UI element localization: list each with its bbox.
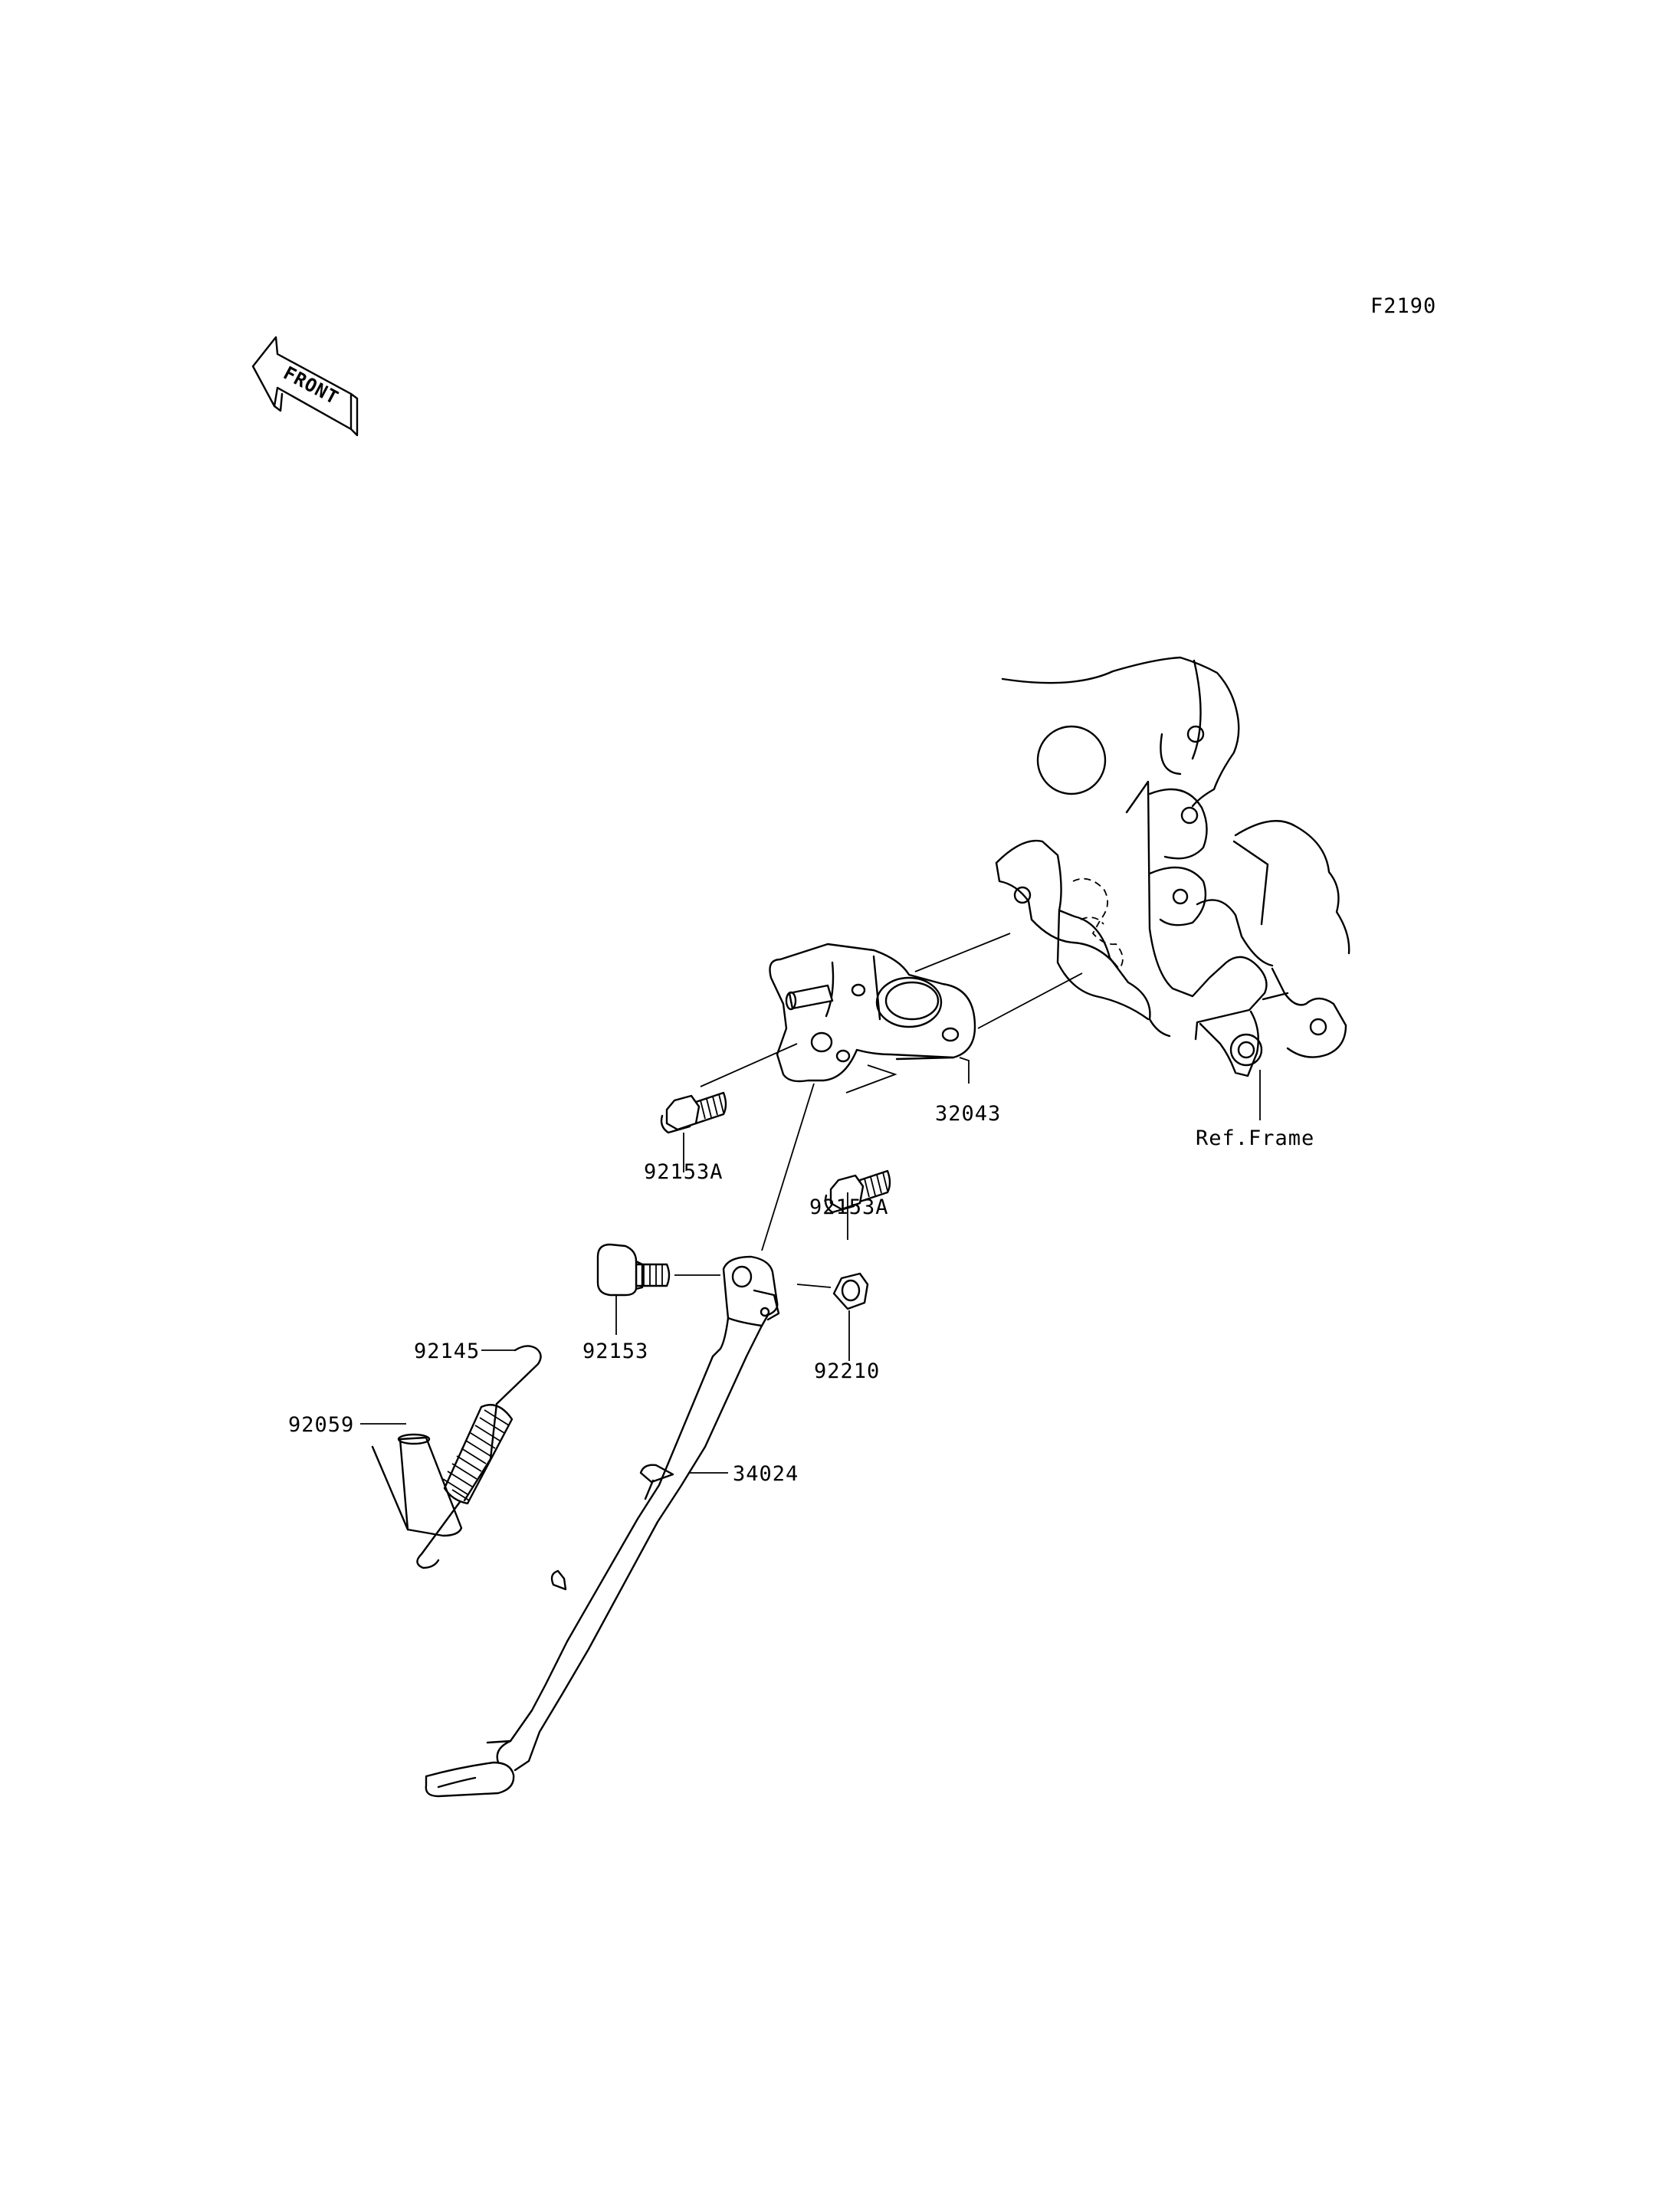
- part-label-92153A-right: 92153A: [809, 1195, 889, 1219]
- frame-reference-drawing: [995, 656, 1350, 1077]
- part-label-92059: 92059: [288, 1413, 354, 1437]
- alignment-line: [761, 1083, 815, 1251]
- alignment-line: [977, 972, 1083, 1029]
- bolt-92153A-right: [824, 1169, 891, 1214]
- part-label-92145: 92145: [414, 1340, 480, 1363]
- alignment-line: [914, 933, 1011, 972]
- alignment-line: [845, 1064, 897, 1094]
- nut-92210: [796, 1272, 869, 1310]
- diagram-code: F2190: [1370, 294, 1436, 318]
- side-stand-34024: [425, 1255, 780, 1798]
- front-direction-arrow-icon: FRONT: [251, 336, 359, 437]
- leader-line-32043: [959, 1057, 970, 1084]
- part-label-92153A-left: 92153A: [644, 1160, 724, 1184]
- alignment-line: [700, 1043, 798, 1087]
- part-label-34024: 34024: [733, 1462, 799, 1486]
- stand-bracket-32043: [769, 943, 976, 1083]
- bolt-92153: [596, 1243, 720, 1297]
- part-label-92210: 92210: [814, 1359, 880, 1383]
- spring-92145: [416, 1345, 542, 1569]
- part-label-92153: 92153: [582, 1340, 648, 1363]
- part-label-ref-frame: Ref.Frame: [1196, 1126, 1314, 1150]
- bolt-92153A-left: [660, 1091, 727, 1134]
- pipe-92059: [371, 1433, 463, 1537]
- part-label-32043: 32043: [935, 1102, 1001, 1126]
